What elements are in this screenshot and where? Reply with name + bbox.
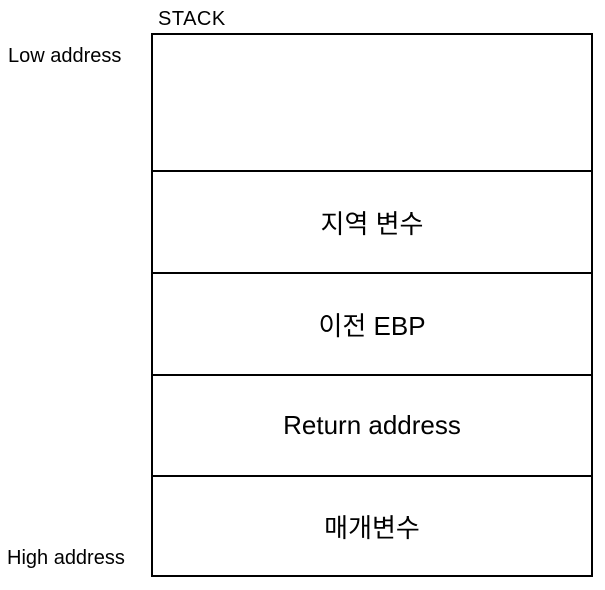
low-address-label: Low address — [8, 45, 122, 67]
stack-section-local-variables: 지역 변수 — [153, 170, 591, 272]
stack-title: STACK — [158, 8, 226, 30]
stack-box: 지역 변수 이전 EBP Return address 매개변수 — [151, 33, 593, 577]
high-address-label: High address — [7, 547, 125, 569]
stack-section-return-address: Return address — [153, 374, 591, 475]
stack-section-previous-ebp: 이전 EBP — [153, 272, 591, 374]
stack-section-empty — [153, 35, 591, 170]
stack-section-parameters: 매개변수 — [153, 475, 591, 575]
